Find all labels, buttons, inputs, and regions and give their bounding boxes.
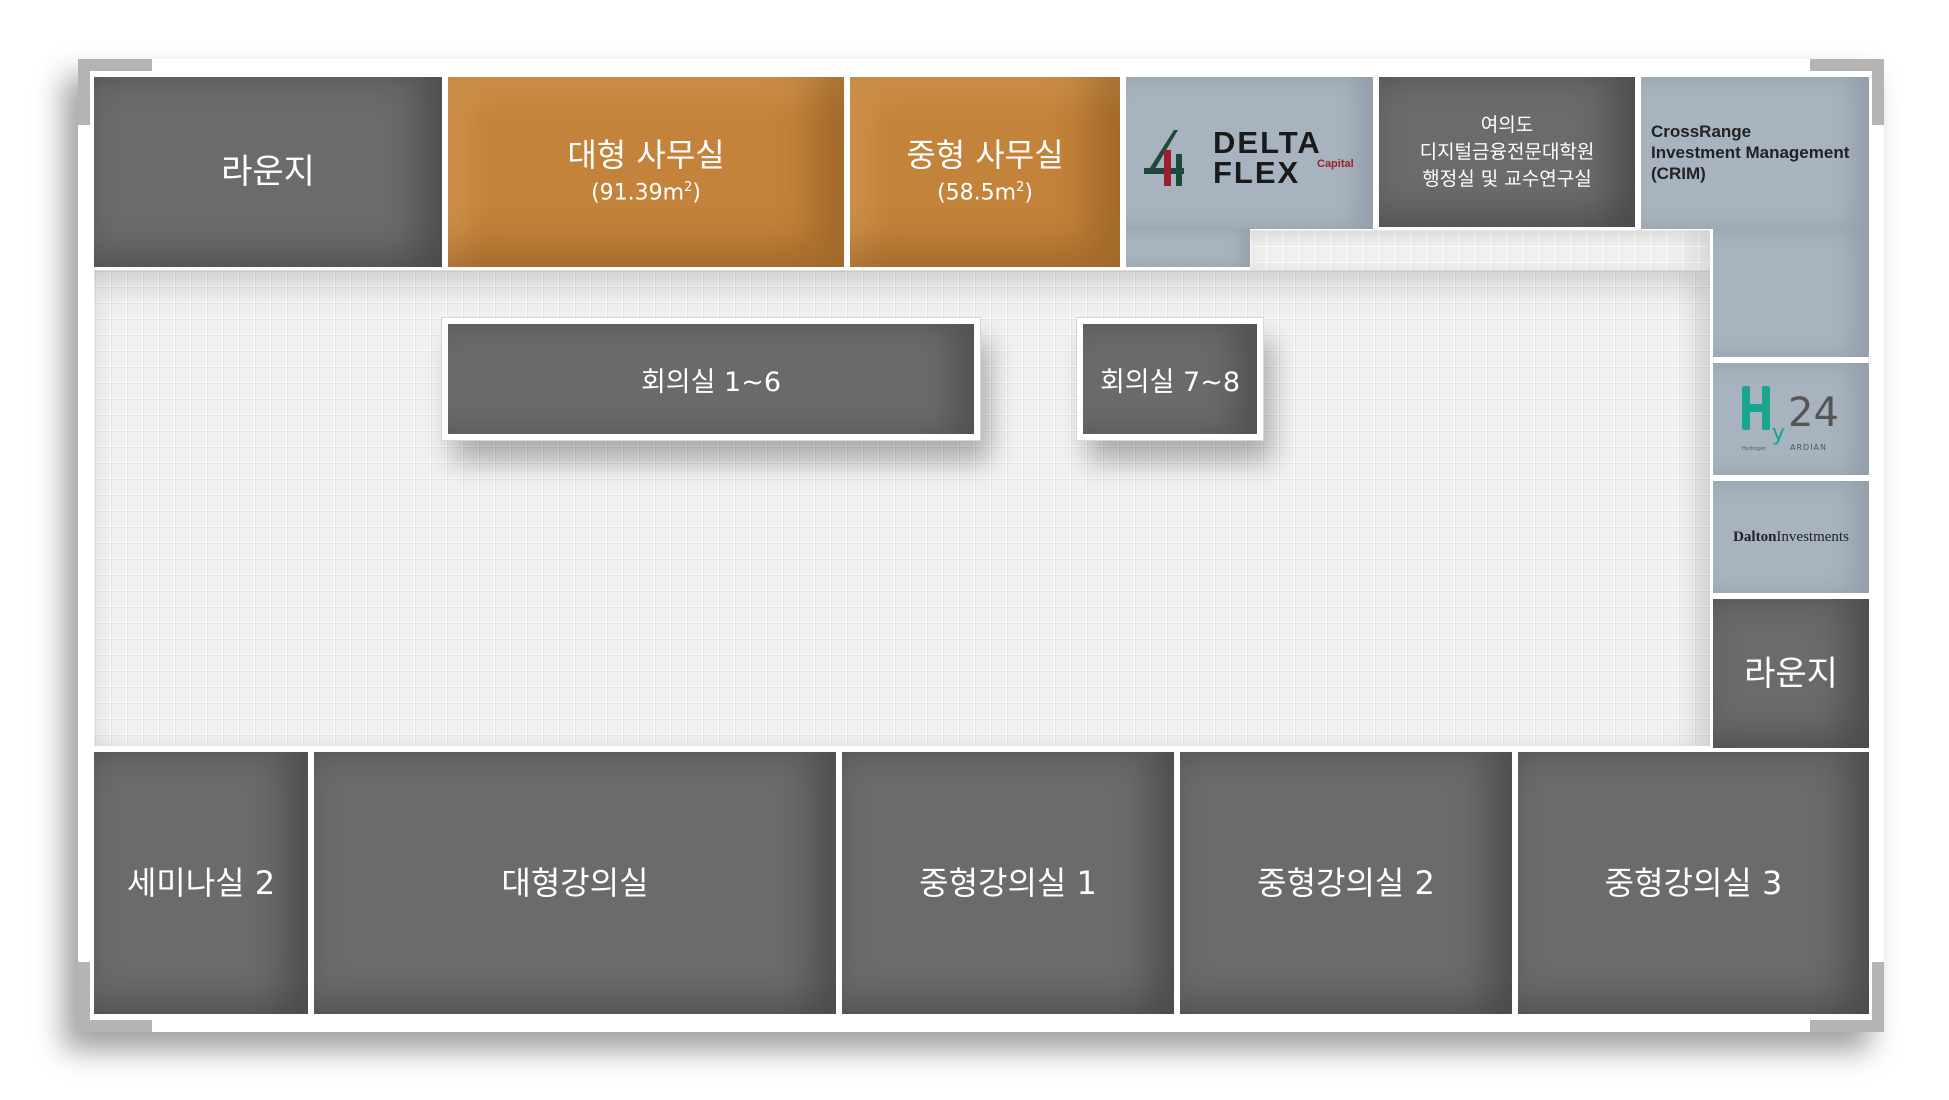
dalton-bold: Dalton <box>1733 528 1777 545</box>
room-label: 중형강의실 3 <box>1604 864 1783 902</box>
crossrange-line2: Investment Management <box>1651 143 1850 162</box>
hy24-brand: ARDIAN <box>1790 443 1827 452</box>
room-label: 대형 사무실 <box>567 136 725 175</box>
deltaflex-wordmark: DELTA FLEX <box>1213 125 1322 190</box>
room-hy24[interactable] <box>1713 363 1869 475</box>
deltaflex-line2: FLEX <box>1213 155 1301 190</box>
room-dalton[interactable]: DaltonInvestments <box>1713 481 1869 593</box>
room-large-lecture[interactable]: 대형강의실 <box>314 752 836 1014</box>
dalton-rest: Investments <box>1776 528 1849 545</box>
room-label: 중형강의실 1 <box>919 864 1097 902</box>
hy24-logo-icon: y 24 ARDIAN Hydrogen <box>1742 386 1839 452</box>
room-lounge-top[interactable]: 라운지 <box>94 77 442 267</box>
room-large-office[interactable]: 대형 사무실 (91.39m2) <box>448 77 844 267</box>
deltaflex-line1: DELTA <box>1213 125 1322 160</box>
room-label-line1: 여의도 <box>1480 113 1534 136</box>
frame-corner <box>1810 59 1884 71</box>
frame-corner <box>78 962 90 1032</box>
room-label: 대형강의실 <box>501 864 649 902</box>
corridor-floor-extension <box>1250 230 1710 270</box>
room-area: (91.39m2) <box>591 180 701 206</box>
room-label: 세미나실 2 <box>126 864 276 902</box>
room-medium-lecture-3[interactable]: 중형강의실 3 <box>1518 752 1869 1014</box>
room-label-line2: 디지털금융전문대학원 <box>1419 140 1595 163</box>
crossrange-line1: CrossRange <box>1651 122 1752 141</box>
room-medium-lecture-1[interactable]: 중형강의실 1 <box>842 752 1174 1014</box>
hy24-number: 24 <box>1788 390 1839 436</box>
frame-corner <box>1872 962 1884 1032</box>
crossrange-line3: (CRIM) <box>1651 164 1706 183</box>
meeting-label: 회의실 1~6 <box>640 366 782 398</box>
frame-corner <box>78 1020 152 1032</box>
hy24-y: y <box>1772 421 1785 446</box>
room-medium-office[interactable]: 중형 사무실 (58.5m2) <box>850 77 1120 267</box>
room-seminar-2[interactable]: 세미나실 2 <box>94 752 308 1014</box>
meeting-room-1-6[interactable]: 회의실 1~6 <box>441 317 981 441</box>
hy24-tiny: Hydrogen <box>1742 446 1766 452</box>
room-deltaflex-lower <box>1126 229 1250 267</box>
room-label: 라운지 <box>1744 653 1838 694</box>
room-label: 중형 사무실 <box>906 136 1064 175</box>
frame-corner <box>78 59 152 71</box>
room-label: 라운지 <box>221 152 315 192</box>
room-area: (58.5m2) <box>937 180 1033 206</box>
room-label: 중형강의실 2 <box>1257 864 1435 902</box>
meeting-label: 회의실 7~8 <box>1099 366 1241 398</box>
meeting-room-7-8[interactable]: 회의실 7~8 <box>1076 317 1264 441</box>
room-graduate-school[interactable]: 여의도 디지털금융전문대학원 행정실 및 교수연구실 <box>1379 77 1635 227</box>
frame-corner <box>78 59 90 125</box>
room-lounge-right[interactable]: 라운지 <box>1713 599 1869 748</box>
deltaflex-logo-icon <box>1144 130 1184 186</box>
room-crossrange[interactable]: CrossRange Investment Management (CRIM) <box>1641 77 1869 229</box>
room-label-line3: 행정실 및 교수연구실 <box>1422 167 1592 190</box>
dalton-logo: DaltonInvestments <box>1733 529 1849 546</box>
room-medium-lecture-2[interactable]: 중형강의실 2 <box>1180 752 1512 1014</box>
deltaflex-tag: Capital <box>1317 158 1354 170</box>
room-crossrange-lower <box>1713 229 1869 357</box>
frame-corner <box>1872 59 1884 125</box>
frame-corner <box>1810 1020 1884 1032</box>
